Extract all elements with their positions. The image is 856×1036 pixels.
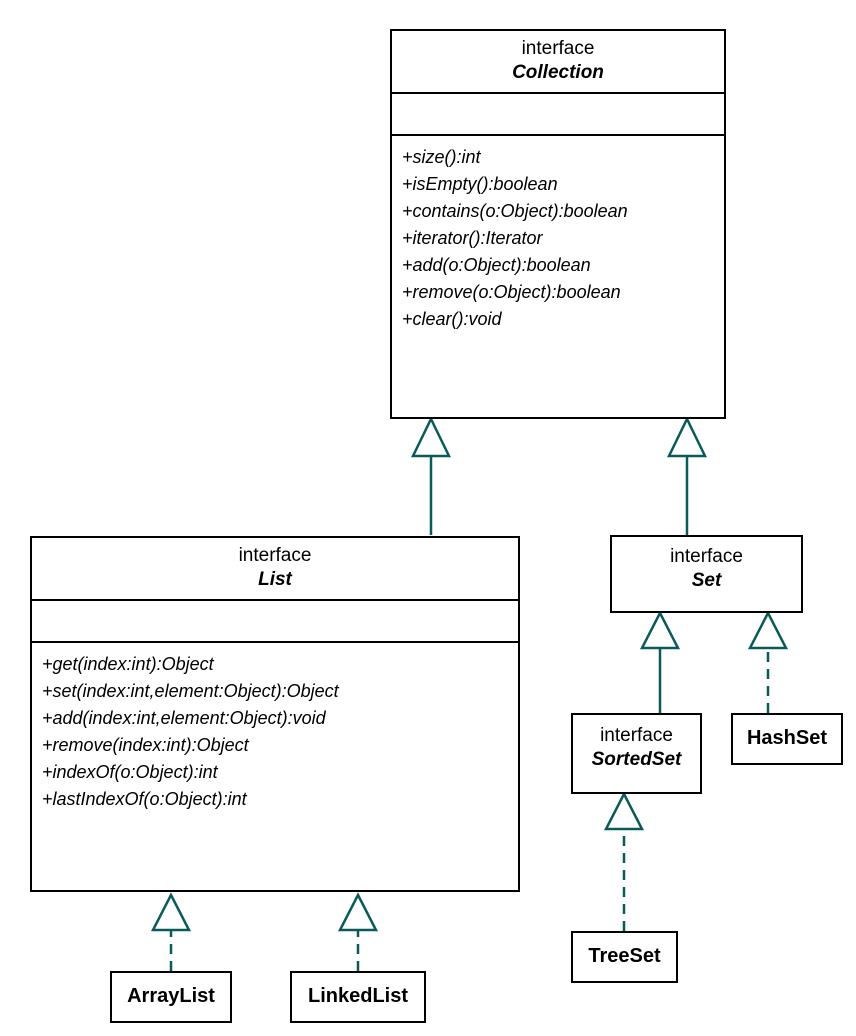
class-box-treeset[interactable]: TreeSet <box>571 931 678 983</box>
hashset-name: HashSet <box>746 727 828 750</box>
class-box-hashset[interactable]: HashSet <box>731 713 843 765</box>
operation: +contains(o:Object):boolean <box>402 200 628 221</box>
relationship-linkedlist-to-list <box>337 892 379 971</box>
operation: +indexOf(o:Object):int <box>42 761 218 782</box>
class-box-sortedset[interactable]: interface SortedSet <box>571 713 702 794</box>
operation: +add(index:int,element:Object):void <box>42 707 326 728</box>
collection-operations: +size():int +isEmpty():boolean +contains… <box>392 136 724 341</box>
list-stereotype: interface <box>238 545 312 566</box>
operation: +iterator():Iterator <box>402 227 543 248</box>
list-attributes <box>32 601 518 643</box>
set-header: interface Set <box>612 537 801 600</box>
relationship-arraylist-to-list <box>150 892 192 971</box>
sortedset-name: SortedSet <box>591 749 682 771</box>
treeset-name: TreeSet <box>588 945 661 968</box>
class-box-linkedlist[interactable]: LinkedList <box>290 971 426 1023</box>
list-header: interface List <box>32 538 518 601</box>
class-box-collection[interactable]: interface Collection +size():int +isEmpt… <box>390 29 726 419</box>
operation: +isEmpty():boolean <box>402 173 558 194</box>
operation: +lastIndexOf(o:Object):int <box>42 788 247 809</box>
class-box-arraylist[interactable]: ArrayList <box>110 971 232 1023</box>
arraylist-name: ArrayList <box>127 985 215 1008</box>
sortedset-stereotype: interface <box>600 725 673 746</box>
list-operations: +get(index:int):Object +set(index:int,el… <box>32 643 518 821</box>
operation: +remove(index:int):Object <box>42 734 249 755</box>
operation: +remove(o:Object):boolean <box>402 281 621 302</box>
collection-header: interface Collection <box>392 31 724 94</box>
operation: +size():int <box>402 146 481 167</box>
relationship-hashset-to-set <box>747 610 789 713</box>
relationship-sortedset-to-set <box>639 610 681 713</box>
sortedset-header: interface SortedSet <box>573 715 700 779</box>
collection-name: Collection <box>512 62 604 84</box>
collection-attributes <box>392 94 724 136</box>
class-box-set[interactable]: interface Set <box>610 535 803 613</box>
linkedlist-name: LinkedList <box>307 985 408 1008</box>
set-stereotype: interface <box>670 546 743 567</box>
relationship-treeset-to-sortedset <box>603 791 645 931</box>
operation: +clear():void <box>402 308 502 329</box>
relationship-set-to-collection <box>667 416 707 535</box>
class-box-list[interactable]: interface List +get(index:int):Object +s… <box>30 536 520 892</box>
operation: +get(index:int):Object <box>42 653 214 674</box>
operation: +set(index:int,element:Object):Object <box>42 680 339 701</box>
relationship-list-to-collection <box>411 416 451 535</box>
set-name: Set <box>691 570 722 592</box>
list-name: List <box>258 569 292 591</box>
operation: +add(o:Object):boolean <box>402 254 591 275</box>
collection-stereotype: interface <box>521 38 595 59</box>
